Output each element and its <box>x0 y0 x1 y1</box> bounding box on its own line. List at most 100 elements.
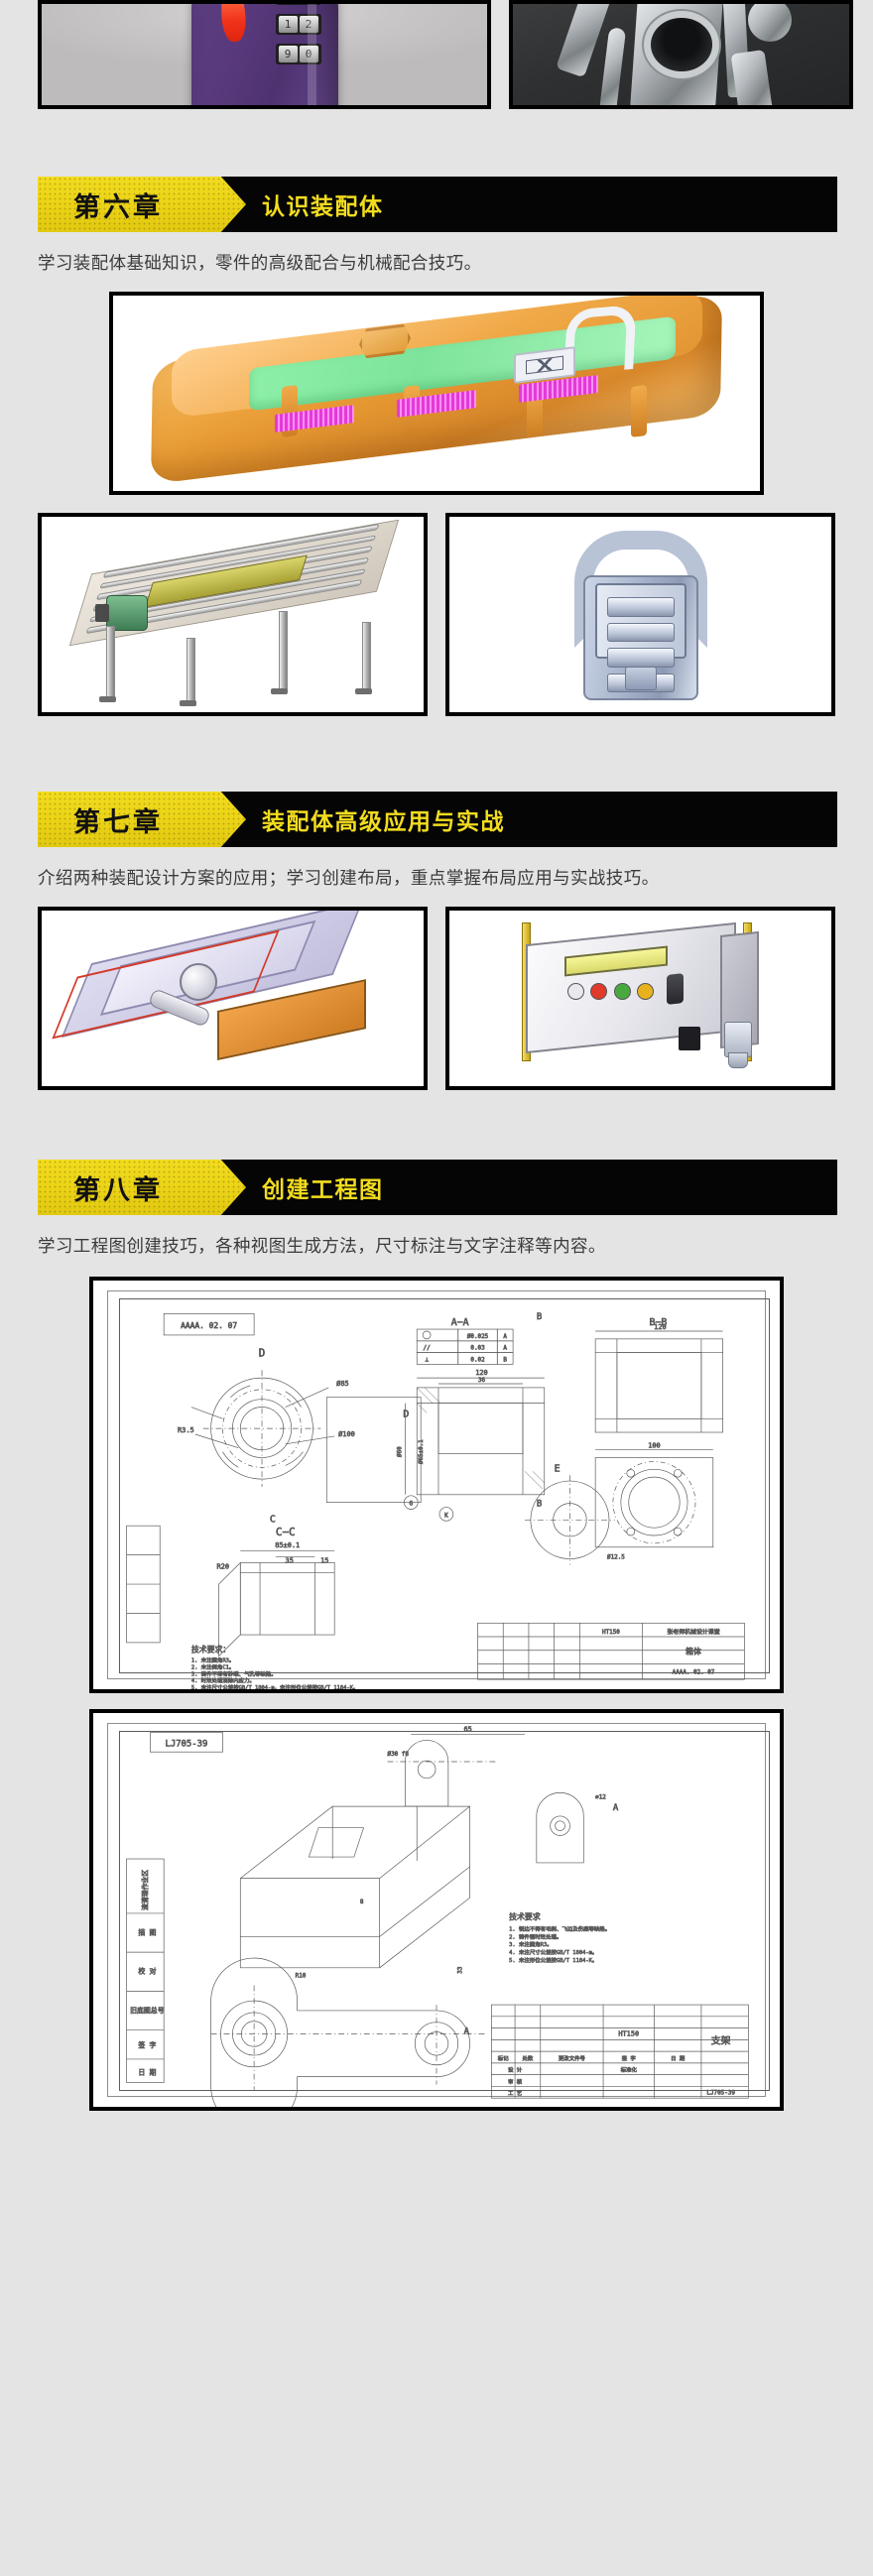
chapter-number-label: 第七章 <box>73 806 163 837</box>
svg-text:15: 15 <box>320 1556 328 1564</box>
toolbox-rib <box>630 384 647 437</box>
cabinet-lamp-yellow[interactable] <box>636 982 654 1000</box>
banner-yellow-arrow: 第六章 <box>38 177 246 232</box>
padlock-knob <box>624 667 657 691</box>
dial-digit: 1 <box>278 16 298 33</box>
svg-text:⌀12: ⌀12 <box>595 1794 606 1800</box>
cabinet-lamp-red[interactable] <box>590 982 608 1000</box>
svg-text:A: A <box>503 1346 507 1352</box>
dial-row-1: 3 5 <box>275 0 321 5</box>
dial-digit: 3 <box>279 0 298 3</box>
housing-engineering-drawing: AAAA. 02. 07 D Ø85 Ø100 R3.5 <box>89 1277 784 1693</box>
svg-text:B: B <box>503 1357 507 1363</box>
chapter-description-7: 介绍两种装配设计方案的应用；学习创建布局，重点掌握布局应用与实战技巧。 <box>38 868 660 888</box>
dial-digit: 0 <box>299 46 318 62</box>
conveyor-foot <box>98 696 116 703</box>
svg-text:A: A <box>464 2027 470 2037</box>
svg-text:120: 120 <box>654 1323 666 1331</box>
svg-text:处数: 处数 <box>523 2054 534 2062</box>
machined-aluminum-part-photo <box>509 0 853 109</box>
svg-text:日 期: 日 期 <box>138 2069 156 2077</box>
svg-text:4. 未注尺寸公差按GB/T 1804-m。: 4. 未注尺寸公差按GB/T 1804-m。 <box>509 1948 597 1956</box>
drawing-border-inner <box>119 1731 770 2091</box>
cabinet-body <box>526 921 736 1054</box>
svg-text:D: D <box>259 1347 266 1360</box>
svg-text:1. 未注圆角R3。: 1. 未注圆角R3。 <box>191 1656 234 1664</box>
svg-text:工 艺: 工 艺 <box>508 2090 523 2097</box>
part-block <box>730 49 774 105</box>
hopper-flange <box>179 963 217 1002</box>
svg-text:120: 120 <box>475 1369 487 1377</box>
flame-logo-icon <box>218 4 247 43</box>
svg-text:LJ705-39: LJ705-39 <box>165 1739 207 1749</box>
svg-text:5. 未注形位公差按GB/T 1184-K。: 5. 未注形位公差按GB/T 1184-K。 <box>509 1956 597 1964</box>
svg-text:HT150: HT150 <box>618 2029 639 2037</box>
svg-text:渣清理作业区: 渣清理作业区 <box>140 1870 149 1910</box>
svg-text:R3.5: R3.5 <box>178 1426 194 1434</box>
dial-row-3: 9 0 <box>275 44 321 64</box>
figure-padlock-section <box>445 513 835 716</box>
conveyor-leg <box>187 638 196 703</box>
svg-text:Ø12.5: Ø12.5 <box>607 1554 625 1561</box>
chapter-number-label: 第八章 <box>73 1174 163 1205</box>
svg-text:D: D <box>403 1409 409 1419</box>
drawing-border-inner <box>119 1298 770 1673</box>
svg-text:标准化: 标准化 <box>621 2066 638 2074</box>
conveyor-foot <box>179 700 196 707</box>
purple-combination-lock-photo: 3 5 1 2 9 0 <box>38 0 491 109</box>
lock-dials: 3 5 1 2 9 0 <box>275 0 321 64</box>
lock-body-shape: 3 5 1 2 9 0 <box>190 0 338 105</box>
cabinet-lamp-green[interactable] <box>613 982 631 1000</box>
figure-toolbox-assembly <box>38 292 835 495</box>
chapter-banner-7: 第七章 装配体高级应用与实战 <box>38 792 837 847</box>
cabinet-terminal-block <box>679 1026 700 1050</box>
svg-text:Ø60: Ø60 <box>396 1446 403 1457</box>
svg-text:日 期: 日 期 <box>671 2055 685 2062</box>
svg-text:B: B <box>537 1312 542 1322</box>
part-bore <box>650 18 712 71</box>
chapter-banner-8: 第八章 创建工程图 <box>38 1160 837 1215</box>
figure-control-cabinet <box>445 907 835 1090</box>
svg-text:签 字: 签 字 <box>622 2054 637 2062</box>
part-ring <box>748 4 793 42</box>
svg-text:A: A <box>613 1803 619 1813</box>
svg-text:100: 100 <box>648 1442 660 1450</box>
svg-text:85±0.1: 85±0.1 <box>275 1541 300 1549</box>
padlock-body <box>582 575 698 701</box>
chapter-title: 装配体高级应用与实战 <box>262 808 505 834</box>
drawing-content-1: AAAA. 02. 07 D Ø85 Ø100 R3.5 <box>126 1312 745 1689</box>
drawing-border-outer <box>107 1723 766 2097</box>
svg-text:AAAA. 02. 07: AAAA. 02. 07 <box>673 1669 715 1675</box>
svg-text:2. 未注倒角C1。: 2. 未注倒角C1。 <box>191 1662 234 1670</box>
conveyor-motor <box>95 594 149 631</box>
svg-text:技术要求: 技术要求 <box>509 1911 541 1921</box>
svg-text:Ø0.025: Ø0.025 <box>467 1333 489 1340</box>
banner-yellow-arrow: 第七章 <box>38 792 246 847</box>
cabinet-main-switch[interactable] <box>667 972 685 1005</box>
conveyor-leg <box>278 610 288 691</box>
svg-text:B: B <box>537 1500 542 1510</box>
svg-text:箱体: 箱体 <box>686 1647 701 1656</box>
svg-text:C: C <box>270 1514 276 1525</box>
svg-text:0.03: 0.03 <box>470 1346 485 1352</box>
chapter-title: 创建工程图 <box>262 1176 384 1202</box>
svg-text:B−B: B−B <box>650 1317 668 1328</box>
svg-text://: // <box>424 1346 432 1352</box>
dial-digit: 9 <box>278 46 298 62</box>
svg-text:描 图: 描 图 <box>138 1928 156 1937</box>
cabinet-air-filter-regulator <box>724 1021 753 1068</box>
svg-text:Ø65±0.1: Ø65±0.1 <box>418 1439 425 1464</box>
svg-text:审 核: 审 核 <box>508 2077 523 2085</box>
svg-text:2. 铸件需时效处理。: 2. 铸件需时效处理。 <box>509 1932 561 1940</box>
banner-yellow-arrow: 第八章 <box>38 1160 246 1215</box>
svg-text:33: 33 <box>458 1966 464 1974</box>
figure-row-chapter7 <box>38 907 835 1090</box>
figure-row-chapter6 <box>38 513 835 716</box>
svg-text:设 计: 设 计 <box>508 2066 523 2074</box>
cabinet-lamp-white[interactable] <box>567 982 585 1000</box>
svg-text:更改文件号: 更改文件号 <box>559 2054 586 2062</box>
bracket-engineering-drawing: LJ705-39 A ⌀12 <box>89 1709 784 2111</box>
drawing-content-2: LJ705-39 A ⌀12 <box>126 1725 749 2107</box>
svg-text:3. 铸件不得有砂眼、气孔等缺陷。: 3. 铸件不得有砂眼、气孔等缺陷。 <box>191 1669 277 1677</box>
